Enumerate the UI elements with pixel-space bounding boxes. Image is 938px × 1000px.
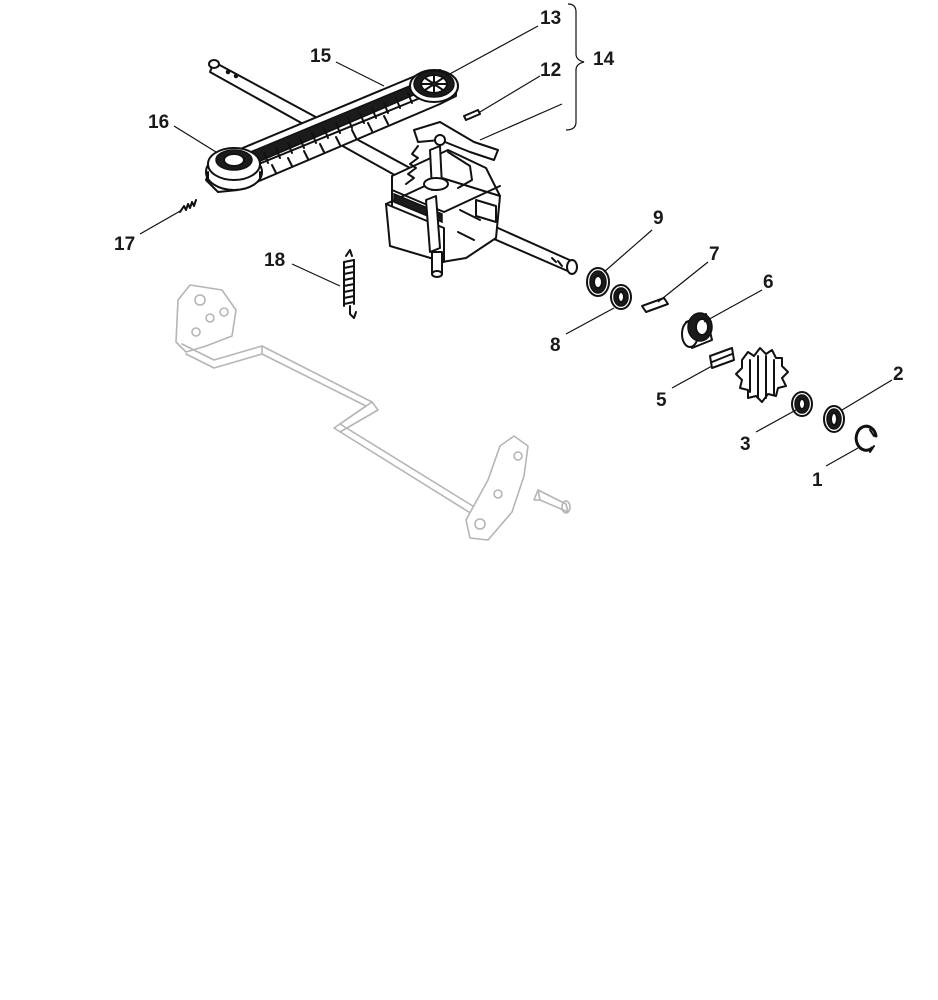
callout-9: 9 [653,208,664,229]
spring-18 [343,249,357,319]
leader-3 [755,409,797,433]
washer-9 [586,267,610,297]
pin-12 [463,109,481,121]
leader-lines [139,25,893,467]
leader-14-part [479,103,563,141]
key-5 [709,347,735,369]
spring-17 [179,199,197,213]
leader-12 [479,75,541,113]
callout-18: 18 [264,250,285,271]
callout-13: 13 [540,8,561,29]
callout-labels: 1 2 3 5 6 7 8 9 12 13 14 15 16 17 18 [114,8,904,491]
leader-7 [657,261,709,303]
callout-2: 2 [893,364,904,385]
callout-1: 1 [812,470,823,491]
callout-5: 5 [656,390,667,411]
belt-and-pulley-assembly [205,69,459,193]
leader-13 [445,25,539,77]
callout-3: 3 [740,434,751,455]
callout-7: 7 [709,244,720,265]
callout-14: 14 [593,49,615,70]
leader-17 [139,209,183,235]
leader-8 [565,307,615,335]
bushing-6 [681,312,713,349]
washer-2 [823,405,845,433]
height-adjust-linkage-ghost [175,284,571,541]
gearbox-housing [385,121,501,278]
callout-6: 6 [763,272,774,293]
pinion-gear [735,347,789,403]
leader-15 [335,61,385,87]
callout-15: 15 [310,46,332,67]
callout-8: 8 [550,335,561,356]
circlip-1 [854,424,878,453]
leader-6 [703,289,763,323]
leader-9 [603,229,653,273]
group-bracket-14 [565,3,585,131]
callout-12: 12 [540,60,561,81]
leader-16 [173,125,217,153]
washer-8 [610,284,632,310]
washer-3 [791,391,813,417]
callout-16: 16 [148,112,169,133]
leader-2 [841,379,893,411]
leader-1 [825,447,859,467]
leader-18 [291,263,341,287]
leader-5 [671,365,713,389]
callout-17: 17 [114,234,135,255]
pin-7 [641,297,669,313]
